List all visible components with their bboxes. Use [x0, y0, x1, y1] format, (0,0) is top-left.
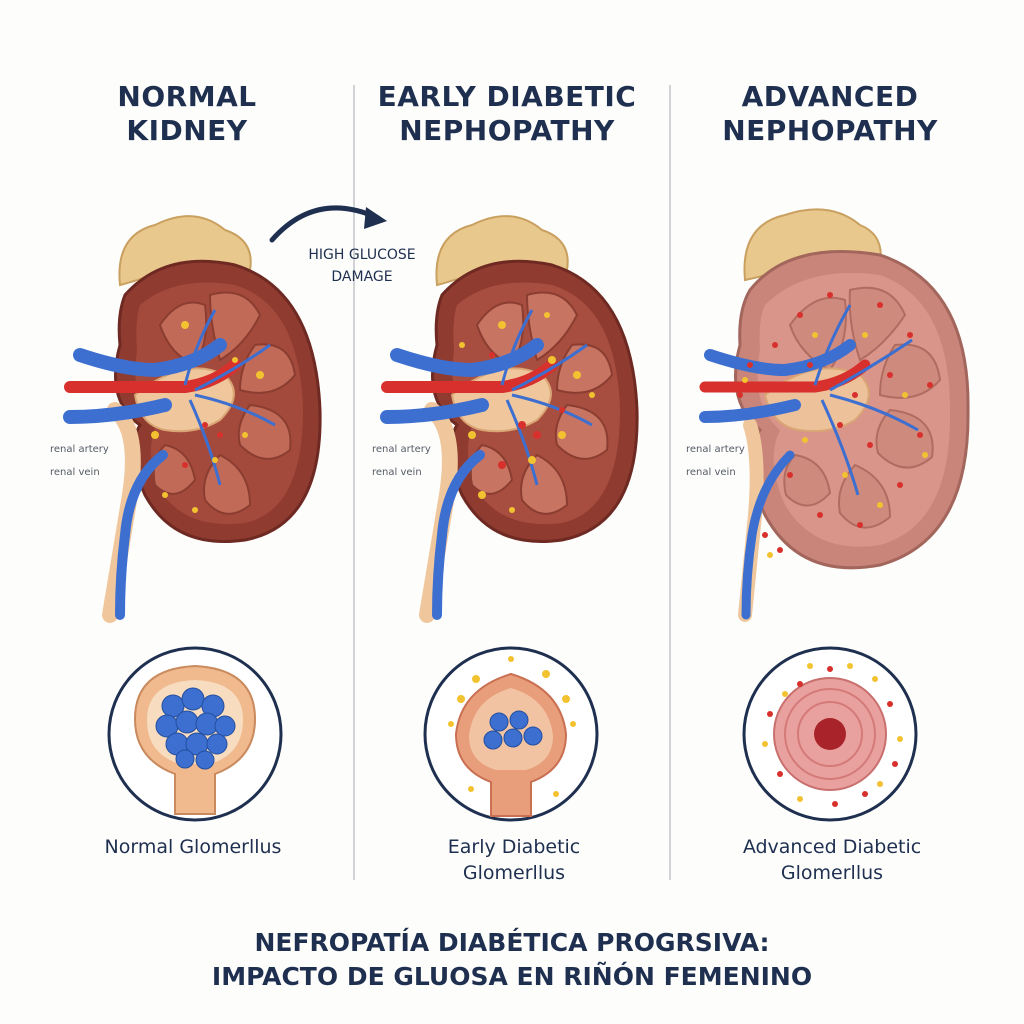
panel-title-early: EARLY DIABETIC NEPHOPATHY	[347, 80, 667, 148]
panel-divider-1	[353, 85, 355, 880]
transition-label-line-2: DAMAGE	[331, 269, 393, 285]
footer-title: NEFROPATÍA DIABÉTICA PROGRSIVA: IMPACTO …	[0, 926, 1024, 994]
footer-line-1: NEFROPATÍA DIABÉTICA PROGRSIVA:	[254, 928, 770, 957]
normal-glomerulus-illustration	[107, 646, 283, 822]
capillary-tuft	[483, 710, 543, 750]
transition-arrow-icon	[269, 205, 387, 243]
transition-label: HIGH GLUCOSE DAMAGE	[296, 244, 428, 288]
caption-line-2: Glomerllus	[462, 862, 566, 884]
renal-vein-upper	[73, 338, 227, 378]
transition-label-line-1: HIGH GLUCOSE	[308, 247, 416, 263]
normal-kidney-illustration	[63, 215, 322, 623]
descending-vessel	[741, 450, 795, 620]
panel-title-normal: NORMAL KIDNEY	[27, 80, 347, 148]
advanced-diabetic-glomerulus-illustration	[742, 646, 918, 822]
title-line-2: NEPHOPATHY	[399, 114, 615, 147]
caption-line-2: Glomerllus	[780, 862, 884, 884]
renal-artery	[699, 359, 871, 393]
title-line-1: EARLY DIABETIC	[377, 80, 637, 113]
renal-vein-upper	[390, 338, 544, 378]
title-line-2: NEPHOPATHY	[722, 114, 938, 147]
title-line-2: KIDNEY	[126, 114, 248, 147]
necrotic-core	[814, 718, 846, 750]
renal-vein-lower	[63, 398, 172, 424]
glomerulus-caption-advanced: Advanced Diabetic Glomerllus	[682, 834, 982, 886]
early-diabetic-kidney-illustration	[380, 215, 639, 623]
glucose-dots	[459, 312, 595, 513]
damage-red-dots	[767, 666, 898, 807]
footer-line-2: IMPACTO DE GLUOSA EN RIÑÓN FEMENINO	[211, 962, 813, 991]
glucose-dots	[742, 332, 928, 558]
title-line-1: ADVANCED	[741, 80, 919, 113]
renal-artery-label-early: renal artery	[372, 444, 431, 455]
renal-vein-lower	[380, 398, 489, 424]
panel-divider-2	[669, 85, 671, 880]
red-cell-dots	[489, 352, 565, 469]
vessel-branches	[813, 304, 919, 496]
degraded-pyramids	[783, 286, 942, 529]
renal-artery-label-advanced: renal artery	[686, 444, 745, 455]
renal-vein-label-advanced: renal vein	[686, 467, 736, 478]
vessel-branches	[183, 309, 276, 486]
descending-vessel	[432, 450, 485, 620]
panel-title-advanced: ADVANCED NEPHOPATHY	[670, 80, 990, 148]
early-diabetic-glomerulus-illustration	[423, 646, 599, 822]
vessel-branches	[500, 309, 593, 486]
caption-line-1: Normal Glomerllus	[104, 836, 282, 858]
glucose-dots	[762, 663, 903, 802]
caption-line-1: Advanced Diabetic	[742, 836, 922, 858]
capillary-tuft	[155, 687, 236, 770]
title-line-1: NORMAL	[117, 80, 257, 113]
renal-vein-upper	[704, 339, 856, 377]
glomerulus-caption-early: Early Diabetic Glomerllus	[364, 834, 664, 886]
glomerulus-caption-normal: Normal Glomerllus	[43, 834, 343, 860]
renal-vein-lower	[699, 399, 801, 423]
descending-vessel	[115, 450, 168, 620]
advanced-nephropathy-kidney-illustration	[699, 208, 970, 622]
renal-artery-label-normal: renal artery	[50, 444, 109, 455]
renal-vein-label-normal: renal vein	[50, 467, 100, 478]
glucose-dots	[448, 656, 576, 797]
damage-red-dots	[737, 292, 933, 553]
red-cell-dots	[182, 422, 223, 468]
glucose-dots	[151, 321, 264, 513]
renal-vein-label-early: renal vein	[372, 467, 422, 478]
caption-line-1: Early Diabetic	[447, 836, 581, 858]
